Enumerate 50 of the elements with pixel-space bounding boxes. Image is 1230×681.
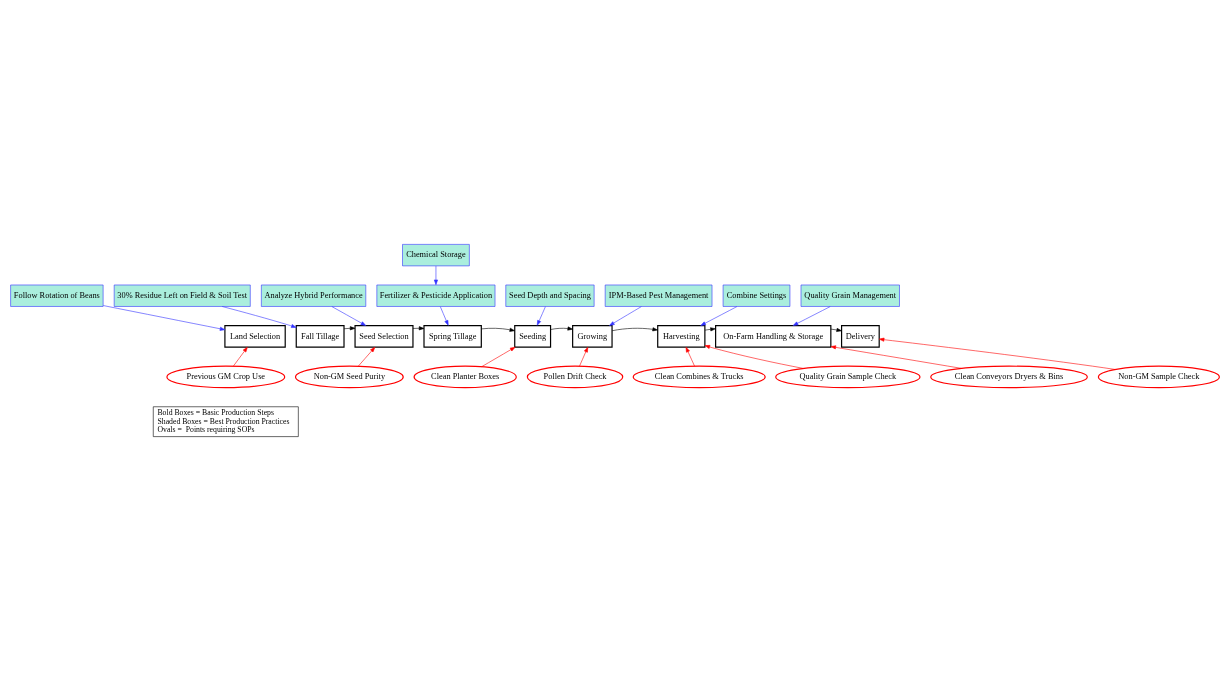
arrow <box>233 346 248 367</box>
node-ellipse: Pollen Drift Check <box>526 365 624 389</box>
node-box: 30% Residue Left on Field & Soil Test <box>113 284 251 307</box>
node-box: IPM-Based Pest Management <box>604 284 713 307</box>
arrow <box>704 345 804 369</box>
node-box: Chemical Storage <box>402 244 470 267</box>
node-ellipse: Clean Planter Boxes <box>413 365 517 389</box>
arrow <box>704 327 716 332</box>
arrow <box>611 327 658 332</box>
arrow <box>792 306 831 326</box>
node-ellipse: Clean Combines & Trucks <box>632 365 766 389</box>
node-ellipse: Previous GM Crop Use <box>166 365 286 389</box>
node-box: Land Selection <box>224 325 286 348</box>
arrow <box>481 346 516 367</box>
node-box: On-Farm Handling & Storage <box>715 325 832 348</box>
arrow <box>536 306 546 326</box>
arrow <box>481 327 515 332</box>
node-box: Seed Depth and Spacing <box>505 284 595 307</box>
node-box: Spring Tillage <box>423 325 482 348</box>
node-box: Fall Tillage <box>295 325 345 348</box>
node-box: Harvesting <box>657 325 706 348</box>
node-box: Growing <box>572 325 613 348</box>
arrow <box>550 326 573 331</box>
arrow <box>331 306 367 326</box>
node-ellipse: Non-GM Sample Check <box>1097 365 1220 389</box>
node-box: Follow Rotation of Beans <box>10 284 104 307</box>
arrow <box>579 346 589 367</box>
node-ellipse: Clean Conveyors Dryers & Bins <box>930 365 1088 389</box>
node-box: Delivery <box>841 325 880 348</box>
node-box: Seed Selection <box>354 325 414 348</box>
node-box: Combine Settings <box>722 284 791 307</box>
arrow <box>440 306 449 326</box>
node-ellipse: Non-GM Seed Purity <box>294 365 404 389</box>
arrow <box>433 265 438 285</box>
arrow <box>343 326 356 331</box>
node-ellipse: Quality Grain Sample Check <box>775 365 921 389</box>
arrow <box>685 346 695 367</box>
arrow <box>878 337 1116 370</box>
arrow <box>412 326 425 331</box>
arrow <box>103 305 226 331</box>
node-box: Seeding <box>514 325 552 348</box>
node-box: Quality Grain Management <box>800 284 900 307</box>
node-box: Analyze Hybrid Performance <box>261 284 367 307</box>
arrow <box>358 346 376 367</box>
node-box: Fertilizer & Pesticide Application <box>376 284 496 307</box>
arrow <box>830 328 842 332</box>
arrow <box>830 345 962 369</box>
arrow <box>609 306 642 326</box>
arrow <box>221 306 297 328</box>
arrow <box>700 306 738 326</box>
